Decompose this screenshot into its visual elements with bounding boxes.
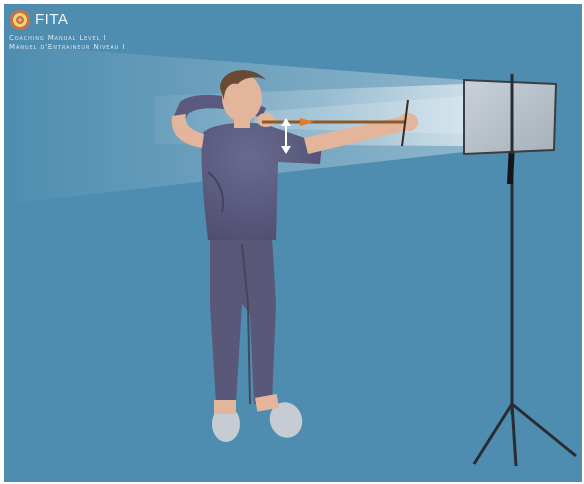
mirror-stand [464,74,576,466]
mirror [464,80,556,154]
shirt [201,123,322,240]
stand-leg-center [512,404,516,466]
stand-leg-right [512,404,576,456]
neck [234,116,250,128]
left-ankle [214,400,236,414]
manual-title-english: Coaching Manual Level I [9,34,106,42]
brand-name: FITA [35,12,68,27]
draw-hand [257,113,275,127]
illustration-panel: FITA Coaching Manual Level I Manuel d'En… [4,4,582,482]
archer-mirror-scene [4,4,582,482]
document-header: FITA Coaching Manual Level I Manuel d'En… [7,7,267,57]
stand-leg-left [474,404,512,464]
target-logo-icon [9,9,31,31]
manual-title-french: Manuel d'Entraineur Niveau I [9,43,125,51]
